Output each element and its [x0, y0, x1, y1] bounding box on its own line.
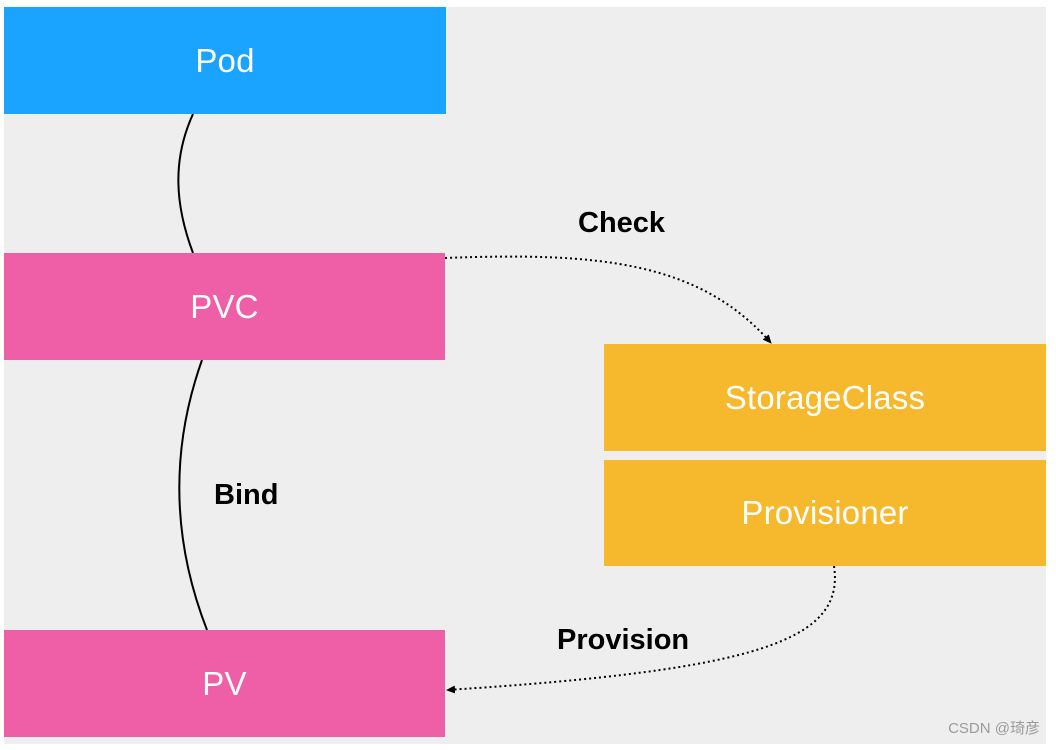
provision-edge-label: Provision — [557, 624, 690, 656]
storageclass-node: StorageClass — [604, 344, 1046, 451]
check-edge-label: Check — [578, 207, 666, 239]
storageclass-node-label: StorageClass — [724, 378, 926, 416]
pod-node-label: Pod — [195, 41, 255, 79]
pv-node-label: PV — [202, 664, 247, 702]
pv-node: PV — [4, 630, 445, 737]
pod-node: Pod — [4, 7, 446, 114]
watermark: CSDN @琦彦 — [948, 720, 1040, 737]
bind-edge-label: Bind — [214, 479, 279, 511]
pvc-node: PVC — [4, 253, 445, 360]
provisioner-node-label: Provisioner — [741, 494, 909, 531]
provisioner-node: Provisioner — [604, 460, 1046, 566]
pvc-node-label: PVC — [190, 287, 259, 325]
